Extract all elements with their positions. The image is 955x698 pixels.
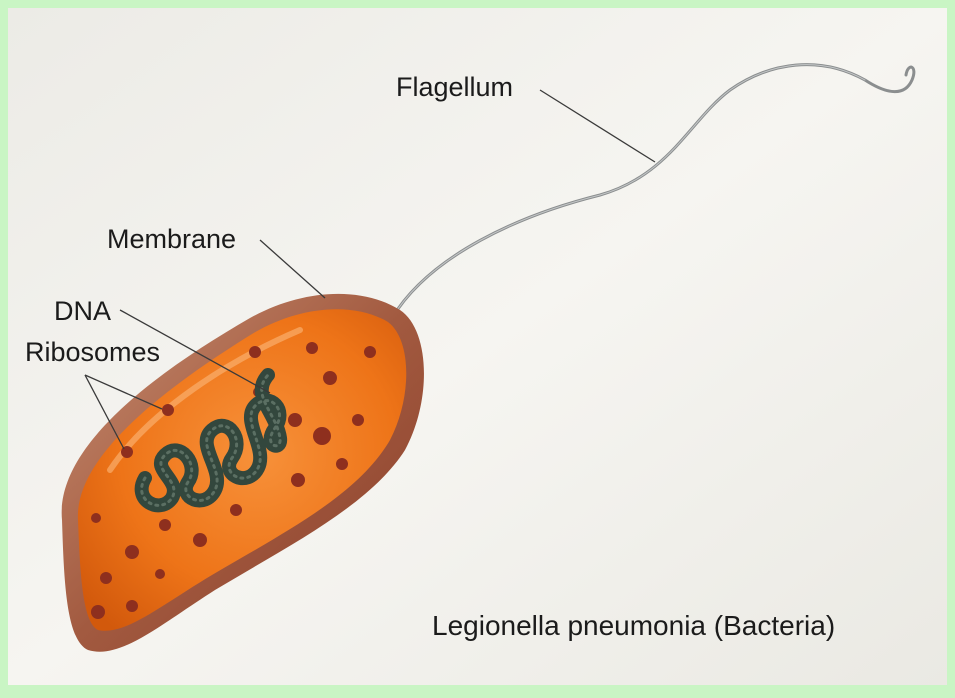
ribosome (91, 513, 101, 523)
ribosome (155, 569, 165, 579)
ribosome (162, 404, 174, 416)
ribosome (288, 413, 302, 427)
ribosome (306, 342, 318, 354)
ribosome (364, 346, 376, 358)
diagram-caption: Legionella pneumonia (Bacteria) (432, 612, 835, 640)
ribosome (193, 533, 207, 547)
ribosome (125, 545, 139, 559)
ribosome (159, 519, 171, 531)
ribosome (336, 458, 348, 470)
membrane-label: Membrane (107, 226, 236, 253)
ribosome (126, 600, 138, 612)
ribosome (249, 346, 261, 358)
dna-label: DNA (54, 298, 111, 325)
ribosomes-label: Ribosomes (25, 339, 160, 366)
ribosome (100, 572, 112, 584)
ribosome (352, 414, 364, 426)
ribosome (323, 371, 337, 385)
ribosome (313, 427, 331, 445)
ribosome (230, 504, 242, 516)
ribosome (291, 473, 305, 487)
flagellum-label: Flagellum (396, 74, 513, 101)
ribosome (91, 605, 105, 619)
